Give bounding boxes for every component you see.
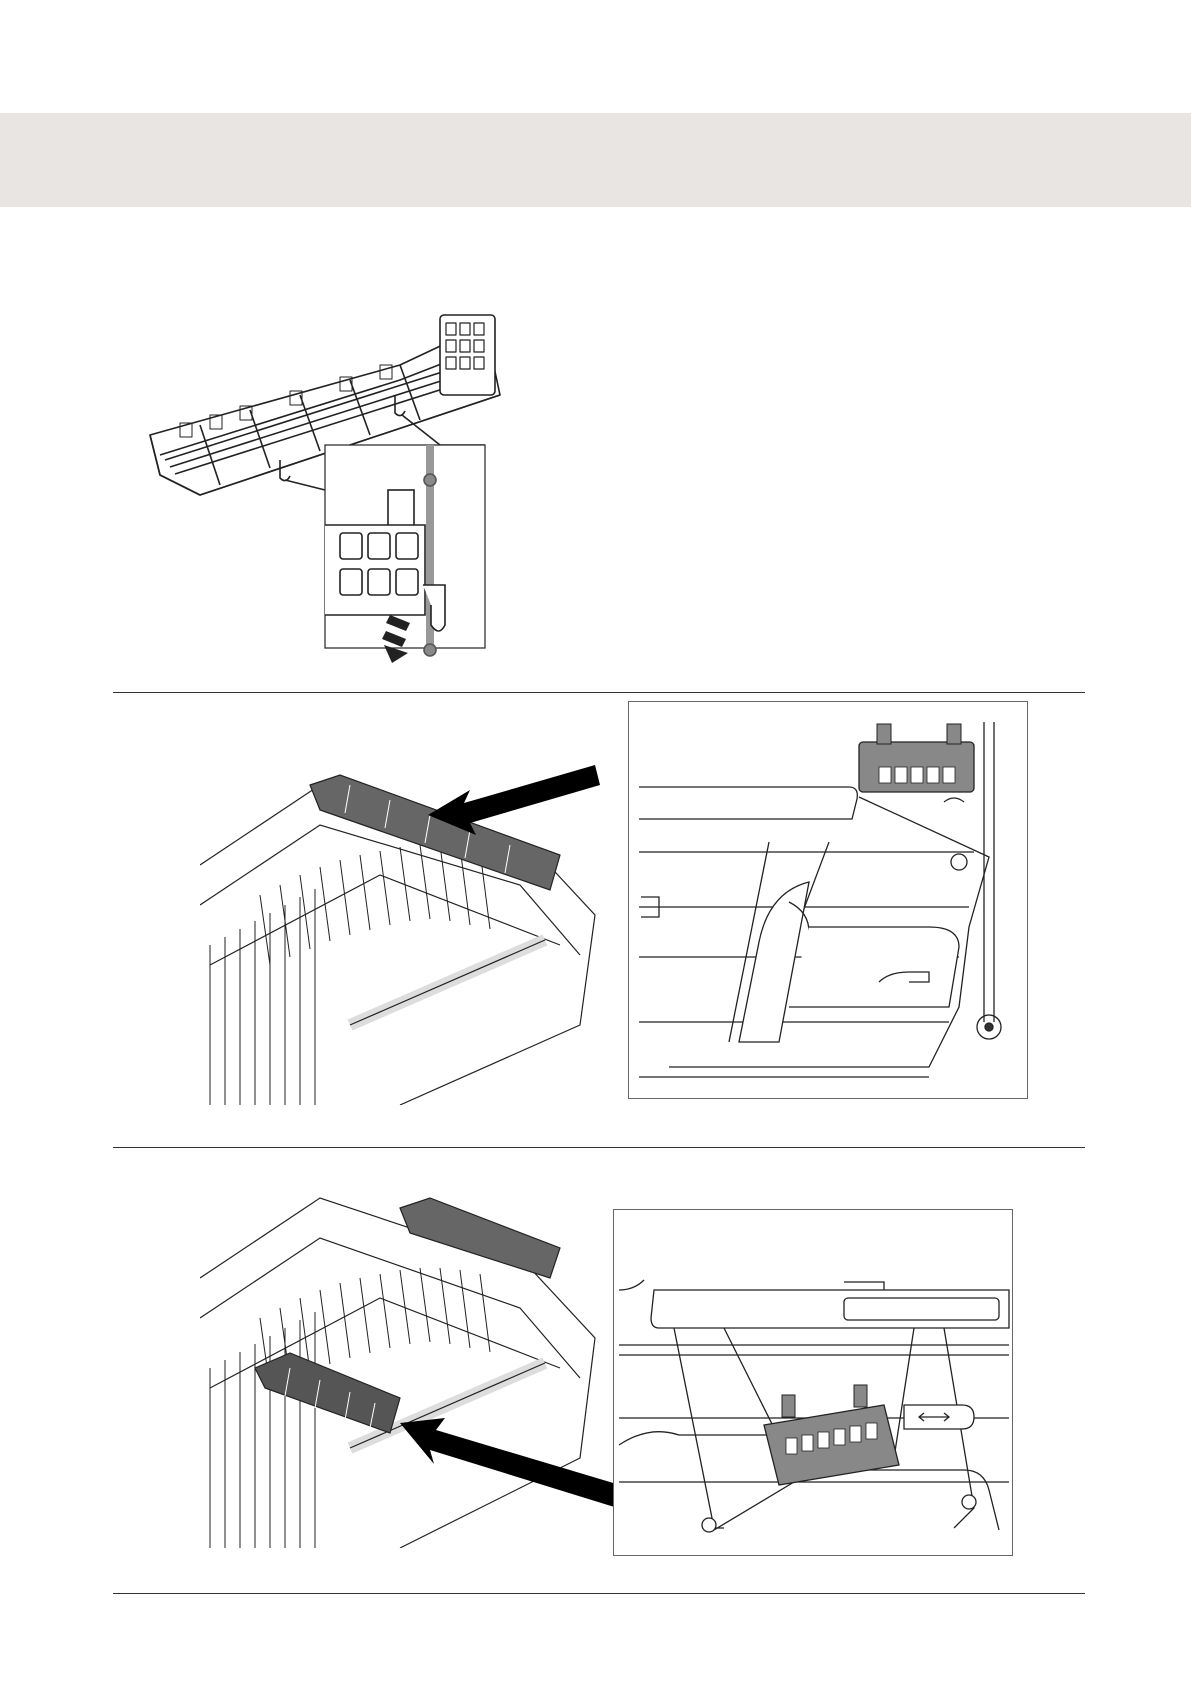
rack-slide-view-icon [614,1210,1012,1555]
upper-rack-basket-side-view-figure [628,701,1028,1099]
rack-side-view-icon [629,702,1027,1098]
section-rule-3 [113,1593,1085,1594]
lower-rack-basket-position-figure [200,1158,630,1548]
section-rule-2 [113,1147,1085,1148]
basket-with-clip-detail-figure [140,285,540,685]
upper-rack-basket-position-figure [200,725,600,1105]
header-band [0,113,1191,207]
lower-rack-basket-side-view-figure [613,1209,1013,1556]
lower-rack-arrow-icon [200,1158,630,1548]
upper-rack-arrow-icon [200,725,600,1105]
cutlery-basket-clip-icon [140,285,540,685]
section-rule-1 [113,692,1085,693]
